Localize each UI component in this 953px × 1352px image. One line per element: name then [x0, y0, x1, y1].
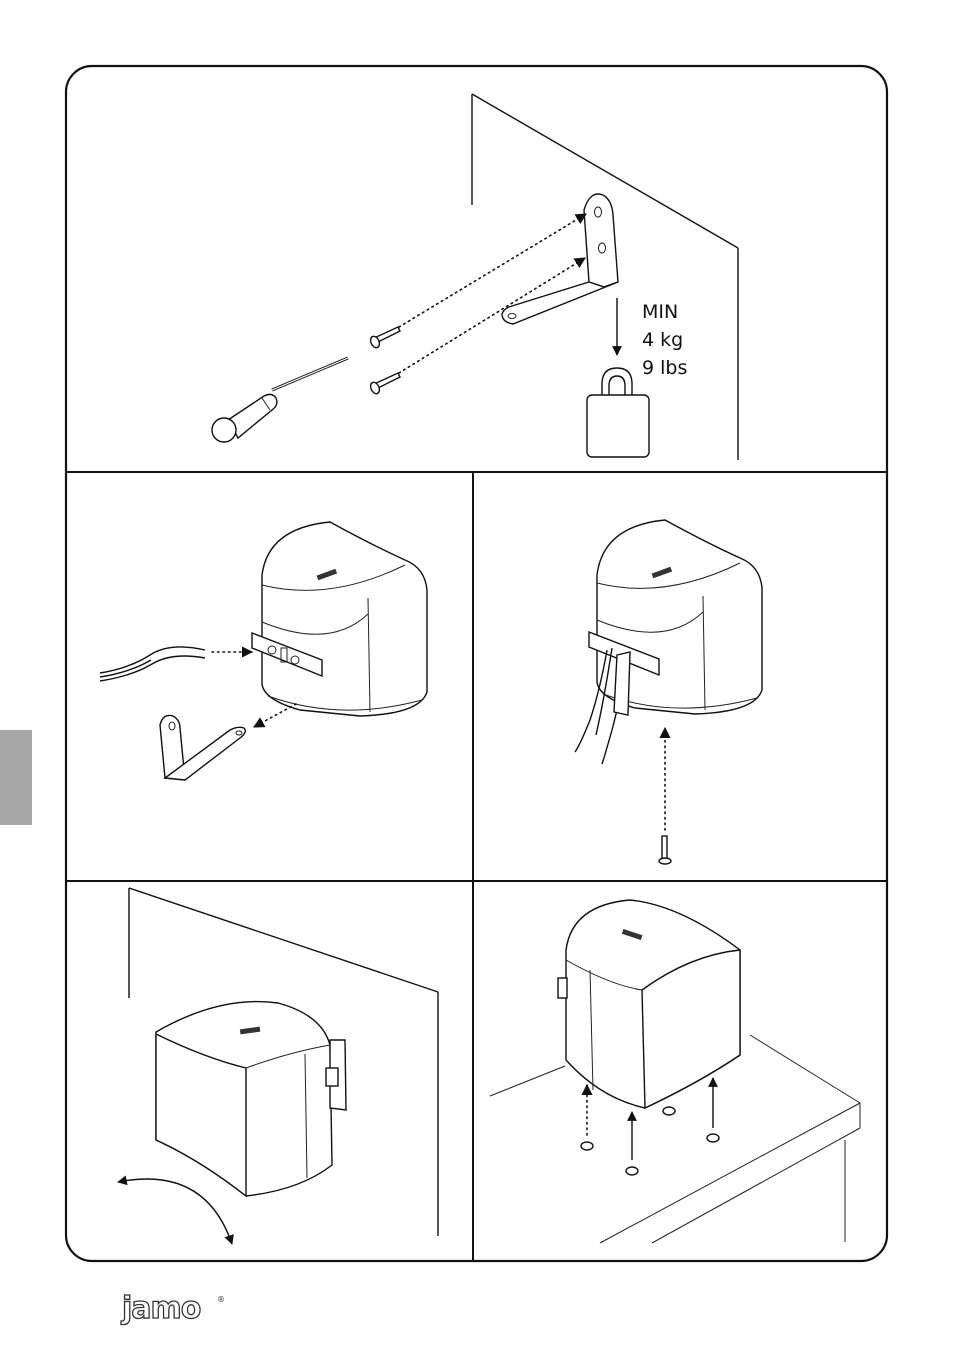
screw-icon [659, 836, 671, 864]
min-weight-label: MIN [642, 301, 678, 323]
rotate-arrow-icon [118, 1179, 232, 1244]
side-tab [0, 730, 32, 825]
speaker-illustration [558, 900, 740, 1108]
screwdriver-icon [212, 358, 348, 442]
panel-table-placement [490, 900, 860, 1243]
min-weight-kg: 4 kg [642, 329, 683, 351]
panel-attach-speaker [575, 520, 762, 864]
panel-adjust-angle [118, 888, 438, 1244]
speaker-cable-icon [100, 647, 205, 681]
padlock-weight-icon [587, 368, 649, 457]
bracket-icon [160, 715, 245, 780]
min-weight-lbs: 9 lbs [642, 357, 687, 379]
wall-bracket-illustration [502, 194, 618, 324]
registered-mark: ® [217, 1295, 225, 1304]
jamo-logo: jamo [121, 1291, 201, 1326]
speaker-illustration [252, 522, 427, 716]
screw-icon [369, 327, 400, 349]
speaker-illustration [156, 1002, 346, 1196]
panel-wall-bracket: MIN 4 kg 9 lbs [212, 94, 738, 460]
panel-connect-cable [100, 522, 427, 780]
screw-icon [369, 373, 400, 395]
